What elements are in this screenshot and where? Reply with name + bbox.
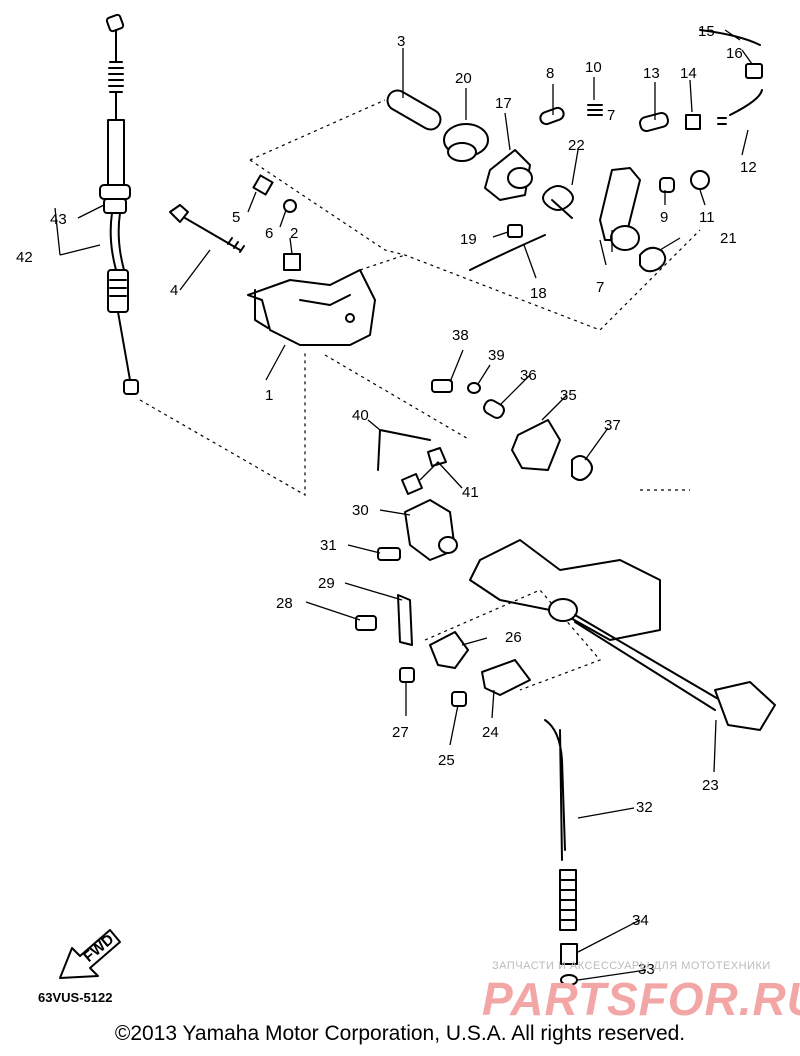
upper-lever-group (386, 29, 763, 273)
callout-29: 29 (318, 575, 335, 592)
callout-7b: 7 (607, 107, 615, 124)
leader-lines (54, 29, 753, 981)
callout-3: 3 (397, 33, 405, 50)
callout-30: 30 (352, 502, 369, 519)
callout-20: 20 (455, 70, 472, 87)
callout-43: 43 (50, 211, 67, 228)
callout-39: 39 (488, 347, 505, 364)
callout-40: 40 (352, 407, 369, 424)
callout-34: 34 (632, 912, 649, 929)
callout-32: 32 (636, 799, 653, 816)
callout-23: 23 (702, 777, 719, 794)
callout-27: 27 (392, 724, 409, 741)
watermark-caption: ЗАПЧАСТИ И АКСЕССУАРЫ ДЛЯ МОТОТЕХНИКИ (492, 960, 771, 972)
callout-19: 19 (460, 231, 477, 248)
bracket-assembly (169, 174, 376, 346)
callout-14: 14 (680, 65, 697, 82)
copyright-notice: ©2013 Yamaha Motor Corporation, U.S.A. A… (114, 1022, 686, 1045)
callout-8: 8 (546, 65, 554, 82)
callout-35: 35 (560, 387, 577, 404)
assembly-lines (139, 99, 701, 691)
callout-22: 22 (568, 137, 585, 154)
callout-15: 15 (698, 23, 715, 40)
callout-10: 10 (585, 59, 602, 76)
callout-9: 9 (660, 209, 668, 226)
fwd-arrow: FWD (59, 929, 121, 979)
callout-numbers: 1 2 3 4 5 6 7 7 8 9 10 11 12 13 14 15 16… (16, 23, 757, 978)
catalog-code: 63VUS-5122 (38, 990, 113, 1005)
callout-37: 37 (604, 417, 621, 434)
callout-5: 5 (232, 209, 240, 226)
watermark-brand: PARTSFOR.RU (482, 973, 800, 1025)
callout-33: 33 (638, 961, 655, 978)
callout-18: 18 (530, 285, 547, 302)
callout-17: 17 (495, 95, 512, 112)
callout-28: 28 (276, 595, 293, 612)
callout-42: 42 (16, 249, 33, 266)
callout-24: 24 (482, 724, 499, 741)
callout-6: 6 (265, 225, 273, 242)
callout-7a: 7 (596, 279, 604, 296)
callout-12: 12 (740, 159, 757, 176)
callout-2: 2 (290, 225, 298, 242)
callout-11: 11 (699, 209, 715, 226)
callout-31: 31 (320, 537, 337, 554)
lower-shift-group (355, 499, 776, 986)
callout-16: 16 (726, 45, 743, 62)
shift-cable (99, 13, 139, 395)
callout-13: 13 (643, 65, 660, 82)
callout-26: 26 (505, 629, 522, 646)
callout-38: 38 (452, 327, 469, 344)
middle-lever-group (377, 379, 593, 495)
callout-4: 4 (170, 282, 178, 299)
callout-41: 41 (462, 484, 479, 501)
callout-1: 1 (265, 387, 273, 404)
callout-25: 25 (438, 752, 455, 769)
callout-36: 36 (520, 367, 537, 384)
callout-21: 21 (720, 230, 737, 247)
